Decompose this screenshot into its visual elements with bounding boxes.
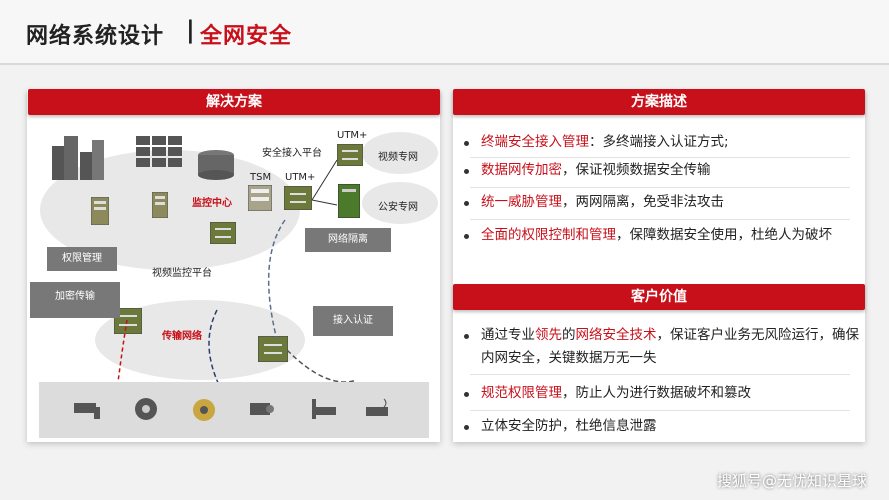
server-icon bbox=[91, 197, 109, 225]
police-net-cloud bbox=[362, 182, 438, 224]
camera-strip bbox=[39, 382, 429, 438]
row-divider bbox=[470, 157, 850, 158]
page-subtitle: 全网安全 bbox=[200, 24, 293, 49]
police-net-label: 公安专网 bbox=[378, 202, 418, 213]
description-panel bbox=[453, 90, 865, 442]
isolation-callout: 网络隔离 bbox=[305, 228, 391, 252]
access-switch-icon bbox=[258, 336, 288, 362]
box-camera-icon bbox=[250, 403, 274, 415]
utm-mid-label: UTM+ bbox=[285, 172, 316, 183]
video-wall-icon bbox=[136, 136, 182, 167]
building-icon bbox=[52, 136, 104, 180]
page-title: 网络系统设计 bbox=[26, 24, 165, 49]
value-item: 通过专业领先的网络安全技术，保证客户业务无风险运行，确保内网安全，关键数据万无一… bbox=[464, 324, 861, 370]
ptz-camera-icon bbox=[193, 399, 215, 421]
title-bar bbox=[0, 0, 889, 64]
value-heading: 客户价值 bbox=[453, 284, 865, 310]
value-item: 规范权限管理，防止人为进行数据破坏和篡改 bbox=[464, 382, 861, 405]
row-divider bbox=[470, 187, 850, 188]
firewall-icon bbox=[338, 184, 360, 218]
permission-callout: 权限管理 bbox=[47, 247, 117, 271]
video-net-cloud bbox=[362, 132, 438, 174]
watermark: 搜狐号@无忧知识星球 bbox=[716, 472, 867, 490]
header-divider bbox=[0, 63, 889, 65]
description-heading: 方案描述 bbox=[453, 89, 865, 115]
wireless-camera-icon bbox=[366, 398, 388, 416]
utm-device-icon bbox=[337, 144, 363, 166]
description-item: 终端安全接入管理：多终端接入认证方式; bbox=[464, 131, 861, 154]
value-item: 立体安全防护，杜绝信息泄露 bbox=[464, 415, 861, 438]
wall-camera-icon bbox=[312, 399, 336, 419]
switch-icon bbox=[210, 222, 236, 244]
row-divider bbox=[470, 410, 850, 411]
transport-net-label: 传输网络 bbox=[162, 331, 202, 342]
dome-camera-icon bbox=[135, 398, 157, 420]
bullet-camera-icon bbox=[74, 403, 100, 419]
title-separator: | bbox=[186, 16, 195, 44]
video-net-label: 视频专网 bbox=[378, 152, 418, 163]
row-divider bbox=[470, 219, 850, 220]
auth-callout: 接入认证 bbox=[313, 306, 393, 336]
video-platform-label: 视频监控平台 bbox=[152, 268, 212, 279]
description-item: 统一威胁管理，两网隔离，免受非法攻击 bbox=[464, 191, 861, 214]
encrypt-callout: 加密传输 bbox=[30, 282, 120, 318]
monitor-center-label: 监控中心 bbox=[192, 198, 232, 209]
tsm-server-icon bbox=[248, 185, 272, 211]
solution-heading: 解决方案 bbox=[28, 89, 440, 115]
utm-device-icon bbox=[284, 186, 312, 210]
description-item: 数据网传加密，保证视频数据安全传输 bbox=[464, 159, 861, 182]
database-icon bbox=[198, 150, 234, 180]
utm-top-label: UTM+ bbox=[337, 130, 368, 141]
row-divider bbox=[470, 374, 850, 375]
access-platform-label: 安全接入平台 bbox=[262, 148, 322, 159]
server-icon bbox=[152, 192, 168, 218]
tsm-label: TSM bbox=[250, 172, 272, 183]
description-item: 全面的权限控制和管理，保障数据安全使用，杜绝人为破坏 bbox=[464, 224, 861, 247]
